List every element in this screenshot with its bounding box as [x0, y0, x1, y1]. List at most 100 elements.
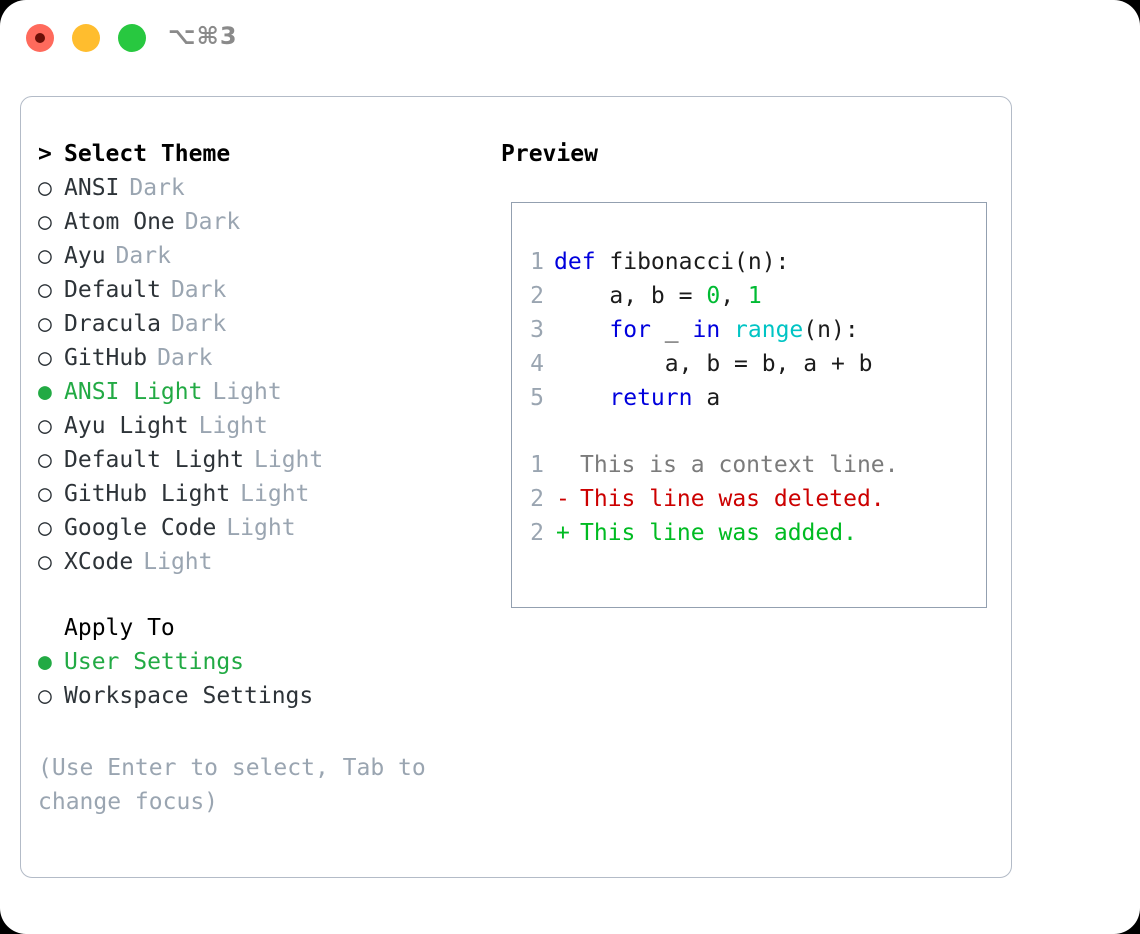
theme-list-item[interactable]: ○ Google Code Light — [38, 515, 488, 549]
keyboard-hint-text: (Use Enter to select, Tab to change focu… — [38, 755, 440, 815]
diff-line-text: This is a context line. — [580, 452, 899, 478]
code-token: def — [554, 249, 596, 275]
code-token — [720, 317, 734, 343]
code-line-text: for _ in range(n): — [544, 313, 859, 347]
diff-line-number: 2 — [530, 486, 544, 512]
theme-list-item[interactable]: ○ Ayu Light Light — [38, 413, 488, 447]
code-line-text: def fibonacci(n): — [544, 245, 789, 279]
theme-picker-title: Select Theme — [64, 141, 231, 167]
radio-unselected-icon: ○ — [38, 447, 52, 473]
theme-variant-label: Dark — [170, 311, 227, 337]
radio-unselected-icon: ○ — [38, 277, 52, 303]
theme-variant-label: Dark — [170, 277, 227, 303]
code-token: 0 — [706, 283, 721, 309]
apply-to-list: ●User Settings○ Workspace Settings — [38, 649, 488, 717]
code-token: for — [609, 317, 651, 343]
code-token: _ — [650, 317, 693, 343]
theme-name-label: Google Code — [64, 515, 217, 541]
code-token: a — [692, 385, 721, 411]
radio-unselected-icon: ○ — [38, 683, 52, 709]
radio-unselected-icon: ○ — [38, 413, 52, 439]
theme-variant-label: Dark — [157, 345, 213, 371]
code-line: 2 a, b = 0, 1 — [518, 279, 873, 313]
theme-name-label: GitHub — [64, 345, 148, 371]
apply-to-label: Workspace Settings — [64, 683, 314, 709]
diff-line-number: 2 — [530, 520, 544, 546]
minimize-button[interactable] — [72, 24, 100, 52]
theme-name-label: Default — [64, 277, 161, 303]
code-token: in — [692, 317, 721, 343]
radio-unselected-icon: ○ — [38, 311, 52, 337]
code-token: (n): — [803, 317, 859, 343]
theme-list-item[interactable]: ○ Default Light Light — [38, 447, 488, 481]
theme-variant-label: Dark — [129, 175, 185, 201]
code-line: 5 return a — [518, 381, 873, 415]
code-line-text: a, b = 0, 1 — [544, 279, 761, 313]
radio-unselected-icon: ○ — [38, 175, 52, 201]
radio-unselected-icon: ○ — [38, 549, 52, 575]
maximize-button[interactable] — [118, 24, 146, 52]
code-token — [554, 385, 609, 411]
theme-list-item[interactable]: ○ Ayu Dark — [38, 243, 488, 277]
code-line-number: 3 — [530, 317, 544, 343]
theme-picker-header: > Select Theme — [38, 141, 488, 175]
theme-list-item[interactable]: ○ Default Dark — [38, 277, 488, 311]
theme-variant-label: Light — [254, 447, 324, 473]
theme-variant-label: Light — [240, 481, 310, 507]
radio-selected-icon: ● — [38, 379, 52, 405]
theme-name-label: Ayu — [64, 243, 106, 269]
theme-variant-label: Dark — [115, 243, 171, 269]
theme-variant-label: Light — [143, 549, 213, 575]
code-token: fibonacci(n): — [595, 249, 790, 275]
apply-to-item[interactable]: ●User Settings — [38, 649, 488, 683]
radio-unselected-icon: ○ — [38, 243, 52, 269]
apply-to-item[interactable]: ○ Workspace Settings — [38, 683, 488, 717]
code-token: return — [609, 385, 693, 411]
radio-unselected-icon: ○ — [38, 515, 52, 541]
code-token: a, b = b, a + b — [554, 351, 873, 377]
code-line-number: 4 — [530, 351, 544, 377]
diff-sample: 1 This is a context line.2-This line was… — [518, 448, 899, 550]
theme-variant-label: Light — [226, 515, 296, 541]
preview-title: Preview — [501, 141, 598, 167]
diff-sign — [544, 448, 580, 482]
diff-sign: + — [556, 520, 570, 546]
code-line-text: a, b = b, a + b — [544, 347, 873, 381]
code-line-number: 2 — [530, 283, 544, 309]
close-button[interactable] — [26, 24, 54, 52]
code-token: range — [734, 317, 804, 343]
code-line: 4 a, b = b, a + b — [518, 347, 873, 381]
theme-list-item[interactable]: ○ GitHub Light Light — [38, 481, 488, 515]
theme-list-item[interactable]: ○ XCode Light — [38, 549, 488, 583]
diff-line: 2-This line was deleted. — [518, 482, 899, 516]
apply-to-title: Apply To — [64, 615, 175, 641]
diff-line: 2 + This line was added. — [518, 516, 899, 550]
theme-name-label: XCode — [64, 549, 134, 575]
diff-line-number: 1 — [530, 452, 544, 478]
title-bar: ⌥⌘3 — [0, 0, 1140, 78]
theme-name-label: GitHub Light — [64, 481, 231, 507]
code-line-number: 5 — [530, 385, 544, 411]
diff-line-text: This line was added. — [580, 520, 857, 546]
code-token: a, b = — [554, 283, 707, 309]
caret-icon: > — [38, 141, 52, 167]
theme-variant-label: Light — [198, 413, 268, 439]
code-token: , — [720, 283, 748, 309]
code-token — [554, 317, 609, 343]
theme-name-label: Ayu Light — [64, 413, 189, 439]
theme-name-label: Default Light — [64, 447, 245, 473]
radio-unselected-icon: ○ — [38, 481, 52, 507]
diff-line: 1 This is a context line. — [518, 448, 899, 482]
